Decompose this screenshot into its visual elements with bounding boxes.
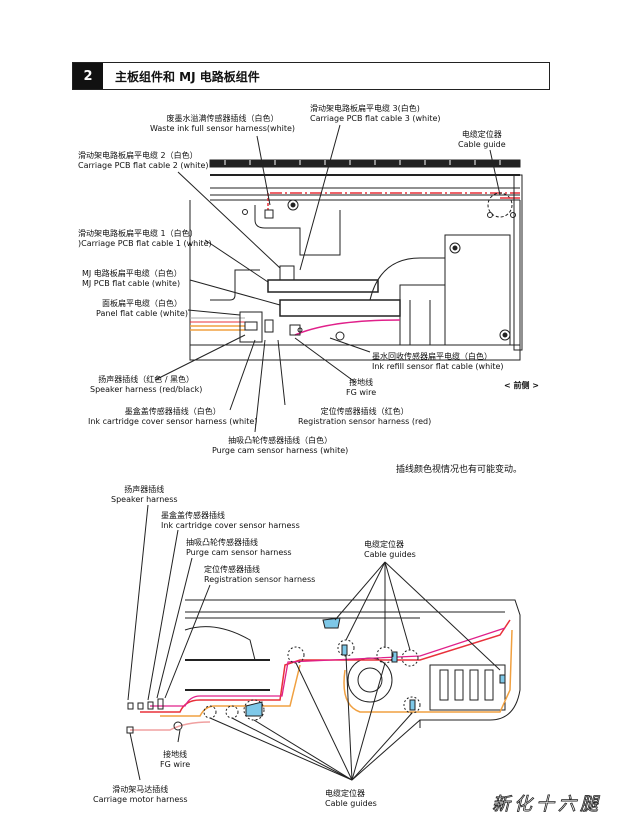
harness-color-note: 插线颜色视情况也有可能变动。 (396, 465, 523, 475)
label-carriage-pcb-cable-2: 滑动架电路板扁平电缆 2（白色） Carriage PCB flat cable… (78, 151, 209, 170)
label-ink-refill-sensor-cable: 墨水回收传感器扁平电缆（白色） Ink refill sensor flat c… (372, 352, 504, 371)
watermark: 新化十六腿 (492, 794, 602, 816)
label-speaker-harness-bottom: 扬声器插线 Speaker harness (111, 485, 178, 504)
label-speaker-harness-top: 扬声器插线（红色 / 黑色） Speaker harness (red/blac… (90, 375, 203, 394)
label-purge-cam-sensor-bottom: 抽吸凸轮传感器插线 Purge cam sensor harness (186, 538, 292, 557)
label-purge-cam-sensor-top: 抽吸凸轮传感器插线（白色） Purge cam sensor harness (… (212, 436, 349, 455)
label-carriage-pcb-cable-3: 滑动架电路板扁平电缆 3(白色) Carriage PCB flat cable… (310, 104, 441, 123)
section-title: 主板组件和 MJ 电路板组件 (115, 69, 260, 84)
label-cable-guides-top: 电缆定位器 Cable guides (364, 540, 416, 559)
label-carriage-motor-harness: 滑动架马达插线 Carriage motor harness (93, 785, 188, 804)
bottom-diagram (126, 504, 521, 781)
label-ink-cover-sensor-top: 墨盒盖传感器插线（白色） Ink cartridge cover sensor … (88, 407, 258, 426)
section-header: 2 主板组件和 MJ 电路板组件 (72, 62, 550, 90)
label-registration-sensor-top: 定位传感器插线（红色） Registration sensor harness … (298, 407, 432, 426)
section-number: 2 (73, 63, 103, 89)
label-mj-pcb-flat-cable: MJ 电路板扁平电缆（白色） MJ PCB flat cable (white) (82, 269, 182, 288)
label-carriage-pcb-cable-1: 滑动架电路板扁平电缆 1（白色） )Carriage PCB flat cabl… (78, 229, 212, 248)
front-side-label: < 前侧 > (504, 381, 539, 390)
label-cable-guide: 电缆定位器 Cable guide (458, 130, 506, 149)
label-cable-guides-bottom: 电缆定位器 Cable guides (325, 789, 377, 808)
label-registration-sensor-bottom: 定位传感器插线 Registration sensor harness (204, 565, 316, 584)
label-fg-wire-top: 接地线 FG wire (346, 378, 377, 397)
label-ink-cover-sensor-bottom: 墨盒盖传感器插线 Ink cartridge cover sensor harn… (161, 511, 300, 530)
label-panel-flat-cable: 面板扁平电缆（白色） Panel flat cable (white) (96, 299, 188, 318)
top-diagram (154, 124, 523, 433)
label-waste-ink-sensor-harness: 废墨水溢满传感器插线（白色） Waste ink full sensor har… (150, 114, 296, 133)
label-fg-wire-bottom: 接地线 FG wire (160, 750, 191, 769)
